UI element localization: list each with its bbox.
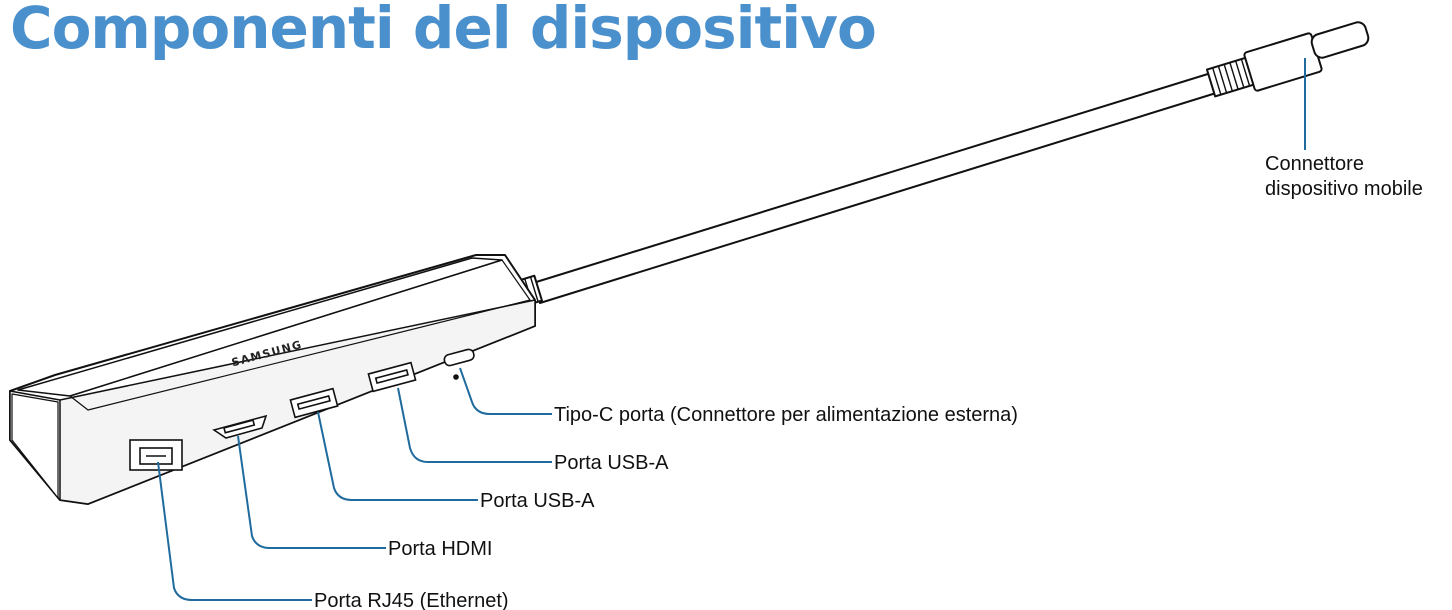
page-title: Componenti del dispositivo: [10, 0, 877, 62]
label-rj45: Porta RJ45 (Ethernet): [314, 590, 509, 610]
label-usb-a-1: Porta USB-A: [554, 452, 669, 474]
port-usb-a-2: [289, 387, 339, 419]
leader-hdmi: [237, 435, 386, 549]
port-rj45: [129, 439, 183, 471]
label-connector: Connettore dispositivo mobile: [1265, 153, 1423, 200]
leader-usb-a-1: [397, 387, 552, 463]
label-connector-line1: Connettore: [1265, 153, 1364, 175]
leader-usb-a-2: [317, 411, 478, 501]
label-connector-line2: dispositivo mobile: [1265, 178, 1423, 200]
leader-lines: [157, 58, 1306, 601]
leader-typec: [459, 367, 552, 415]
leader-rj45: [157, 461, 312, 601]
usb-c-cable: [495, 21, 1370, 314]
port-hdmi: [212, 414, 268, 439]
usb-c-plug-tip: [1310, 21, 1370, 59]
port-typec: [443, 348, 475, 380]
label-typec: Tipo-C porta (Connettore per alimentazio…: [554, 404, 1018, 426]
port-usb-a-1: [367, 361, 417, 393]
usb-c-plug-housing: [1243, 32, 1323, 92]
label-usb-a-2: Porta USB-A: [480, 490, 595, 512]
label-hdmi: Porta HDMI: [388, 538, 492, 560]
